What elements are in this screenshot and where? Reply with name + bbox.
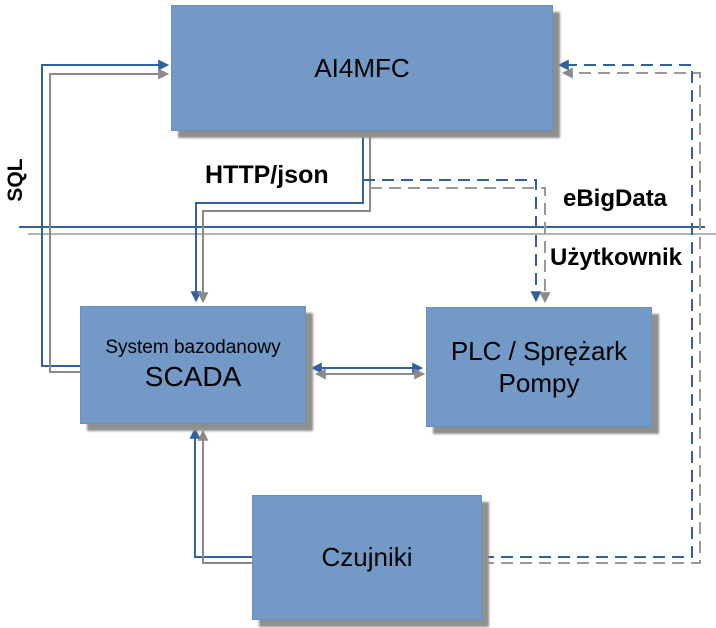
- zone-divider-line: [19, 226, 716, 235]
- connector-dashed-czujniki-to-ai4mfc: [482, 59, 701, 564]
- connector-scada-plc-bidirectional: [310, 362, 426, 380]
- connector-dashed-ai4mfc-to-plc: [363, 179, 551, 304]
- node-plc: PLC / Sprężark Pompy: [426, 307, 652, 427]
- node-ai4mfc-label: AI4MFC: [314, 52, 410, 83]
- node-czujniki-label: Czujniki: [321, 542, 413, 573]
- connector-http-json-ai4mfc-to-scada: [190, 131, 371, 304]
- node-plc-line1: PLC / Sprężark: [450, 335, 628, 366]
- node-czujniki: Czujniki: [252, 495, 482, 620]
- node-scada-subtitle: System bazodanowy: [105, 336, 281, 358]
- connector-czujniki-to-scada: [189, 427, 252, 564]
- label-sql: SQL: [4, 158, 27, 202]
- label-ebigdata: eBigData: [563, 185, 668, 212]
- node-ai4mfc: AI4MFC: [171, 5, 553, 131]
- label-uzytkownik: Użytkownik: [550, 244, 683, 271]
- connector-sql-scada-to-ai4mfc: [41, 59, 170, 373]
- node-scada: System bazodanowy SCADA: [80, 306, 306, 424]
- node-plc-line2: Pompy: [498, 368, 580, 398]
- label-http-json: HTTP/json: [205, 161, 329, 189]
- node-scada-title: SCADA: [144, 361, 242, 393]
